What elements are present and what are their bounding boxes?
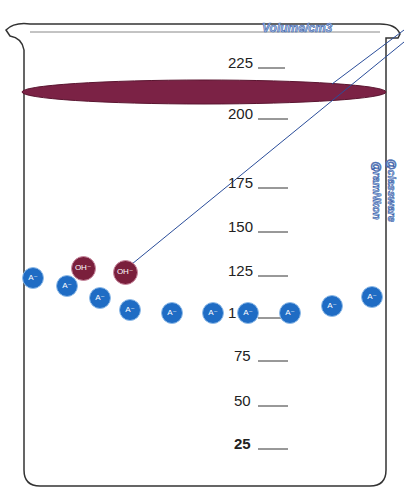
anion: A⁻ bbox=[202, 302, 224, 324]
ion-label: A⁻ bbox=[62, 282, 72, 290]
axis-title: Volume/cm3 bbox=[262, 22, 332, 34]
ion-label: A⁻ bbox=[285, 309, 295, 317]
graduation-number: 1 bbox=[228, 305, 236, 320]
leader-line bbox=[332, 30, 404, 84]
liquid-surface bbox=[22, 80, 386, 104]
anion: A⁻ bbox=[89, 287, 111, 309]
watermark: @classware bbox=[386, 158, 397, 221]
graduation-number: 125 bbox=[228, 263, 253, 278]
ion-label: OH⁻ bbox=[75, 264, 91, 272]
anion: A⁻ bbox=[361, 286, 383, 308]
ion-label: A⁻ bbox=[208, 309, 218, 317]
ion-label: A⁻ bbox=[243, 309, 253, 317]
graduation-number: 175 bbox=[228, 175, 253, 190]
graduation-number: 25 bbox=[234, 436, 251, 451]
ion-label: A⁻ bbox=[167, 309, 177, 317]
watermark: @ramNkon bbox=[371, 161, 382, 219]
graduation-number: 225 bbox=[228, 55, 253, 70]
anion: A⁻ bbox=[161, 302, 183, 324]
anion: A⁻ bbox=[237, 302, 259, 324]
graduation-number: 75 bbox=[234, 348, 251, 363]
ion-label: A⁻ bbox=[367, 293, 377, 301]
ion-label: A⁻ bbox=[28, 274, 38, 282]
graduation-number: 200 bbox=[228, 106, 253, 121]
leader-line bbox=[132, 42, 404, 264]
ion-label: A⁻ bbox=[125, 306, 135, 314]
ion-label: A⁻ bbox=[327, 302, 337, 310]
ion-label: OH⁻ bbox=[117, 268, 133, 276]
ion-label: A⁻ bbox=[95, 294, 105, 302]
anion: A⁻ bbox=[279, 302, 301, 324]
graduation-number: 50 bbox=[234, 393, 251, 408]
hydroxide-ion: OH⁻ bbox=[113, 260, 138, 285]
graduation-ticks bbox=[258, 68, 288, 449]
anion: A⁻ bbox=[56, 275, 78, 297]
anion: A⁻ bbox=[22, 267, 44, 289]
anion: A⁻ bbox=[321, 295, 343, 317]
graduation-number: 150 bbox=[228, 219, 253, 234]
anion: A⁻ bbox=[119, 299, 141, 321]
